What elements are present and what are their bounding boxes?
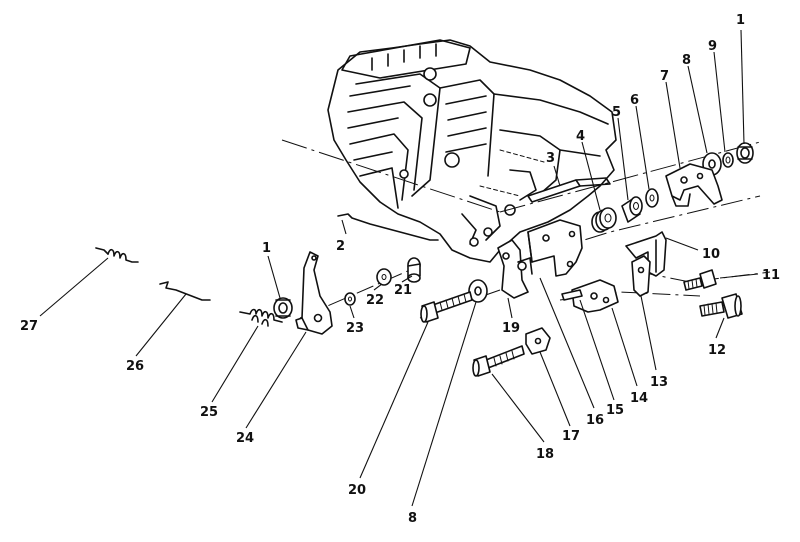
callout-numbers: 1 1 2 3 4 5 6 7 8 8 9 10 11 12 13 14 15 … xyxy=(20,13,780,526)
spring-part-25 xyxy=(239,308,283,327)
control-bracket-part-7 xyxy=(665,163,723,207)
bushing-part-21 xyxy=(407,257,421,283)
callout-4: 4 xyxy=(576,129,585,144)
callout-8-lower: 8 xyxy=(408,511,417,526)
lever-part-19 xyxy=(497,239,533,299)
callout-16: 16 xyxy=(586,413,604,428)
callout-23: 23 xyxy=(346,321,364,336)
link-rod-part-26 xyxy=(159,281,211,301)
callout-7: 7 xyxy=(660,69,669,84)
callout-19: 19 xyxy=(502,321,520,336)
locknut-part-1-upper xyxy=(736,142,754,164)
pin-part-15 xyxy=(561,289,583,301)
rod-part-2 xyxy=(337,213,439,241)
callout-26: 26 xyxy=(126,359,144,374)
governor-shaft-part-3 xyxy=(527,177,611,203)
callout-5: 5 xyxy=(612,105,621,120)
washer-part-6 xyxy=(645,188,659,208)
callout-20: 20 xyxy=(348,483,366,498)
callout-27: 27 xyxy=(20,319,38,334)
linkage-plate-part-14 xyxy=(571,279,619,313)
callout-1-upper: 1 xyxy=(736,13,745,28)
bushing-part-5 xyxy=(621,196,643,223)
callout-21: 21 xyxy=(394,283,412,298)
washer-part-22 xyxy=(376,268,392,286)
screw-part-11 xyxy=(683,269,717,291)
callout-13: 13 xyxy=(650,375,668,390)
bolt-part-20 xyxy=(420,291,473,323)
callout-10: 10 xyxy=(702,247,720,262)
leader-lines xyxy=(39,29,759,507)
callout-1-lower: 1 xyxy=(262,241,271,256)
callout-15: 15 xyxy=(606,403,624,418)
callout-9: 9 xyxy=(708,39,717,54)
callout-3: 3 xyxy=(546,151,555,166)
callout-12: 12 xyxy=(708,343,726,358)
callout-2: 2 xyxy=(336,239,345,254)
engine-block xyxy=(327,39,617,263)
callout-8-upper: 8 xyxy=(682,53,691,68)
callout-25: 25 xyxy=(200,405,218,420)
clip-part-17 xyxy=(525,327,551,355)
spring-part-27 xyxy=(95,247,139,263)
plate-part-13 xyxy=(631,255,651,297)
throttle-lever-part-24 xyxy=(295,251,333,335)
bolt-part-12 xyxy=(699,293,743,319)
spring-part-4 xyxy=(591,207,617,233)
callout-22: 22 xyxy=(366,293,384,308)
callout-18: 18 xyxy=(536,447,554,462)
callout-14: 14 xyxy=(630,391,648,406)
callout-17: 17 xyxy=(562,429,580,444)
flat-washer-part-8-lower xyxy=(468,279,488,303)
governor-bracket-part-16 xyxy=(527,219,583,277)
washer-part-23 xyxy=(344,292,356,306)
callout-24: 24 xyxy=(236,431,254,446)
bracket-part-10 xyxy=(625,231,667,277)
bolt-part-18 xyxy=(472,345,525,377)
callout-6: 6 xyxy=(630,93,639,108)
locknut-part-1-lower xyxy=(273,297,293,319)
lock-washer-part-9 xyxy=(722,152,734,168)
callout-11: 11 xyxy=(762,268,780,283)
